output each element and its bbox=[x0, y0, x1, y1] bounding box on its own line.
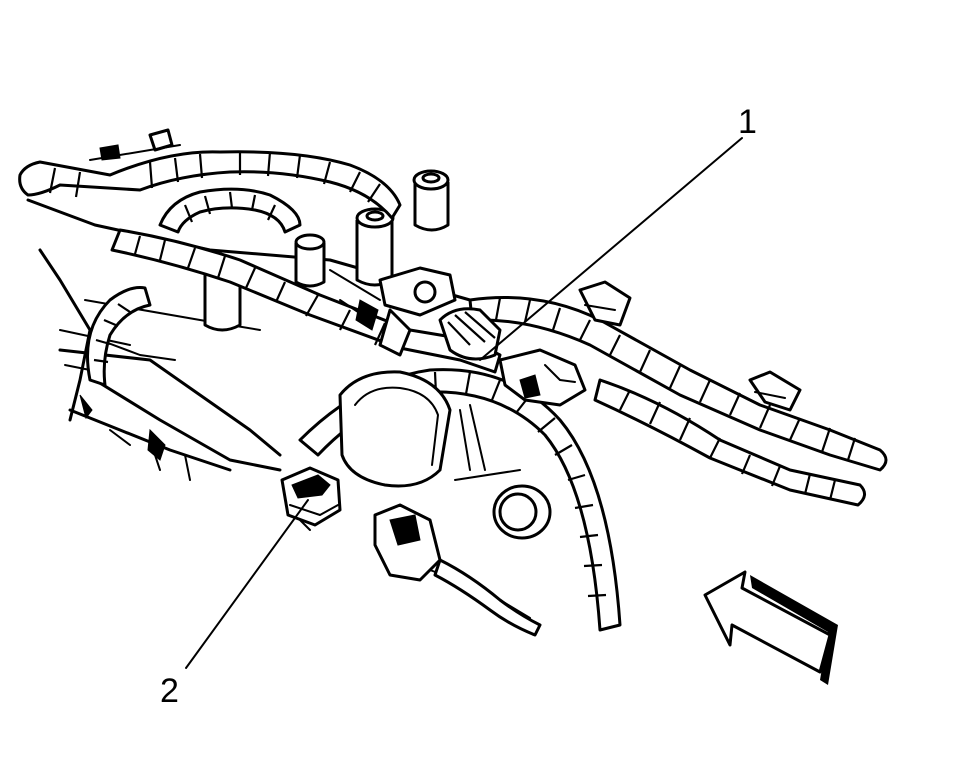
sensor-housing bbox=[338, 370, 552, 540]
lower-connector bbox=[373, 503, 542, 637]
left-brackets bbox=[89, 128, 181, 161]
callout-label-1: 1 bbox=[738, 103, 757, 141]
connector-component-2 bbox=[280, 466, 342, 531]
callout-2: 2 bbox=[160, 499, 309, 710]
center-bracket bbox=[329, 266, 457, 357]
connector-component-1 bbox=[438, 307, 587, 407]
callout-label-2: 2 bbox=[160, 672, 179, 710]
callout-1: 1 bbox=[479, 103, 757, 361]
right-brackets bbox=[578, 280, 802, 412]
front-direction-arrow-icon bbox=[703, 570, 838, 685]
